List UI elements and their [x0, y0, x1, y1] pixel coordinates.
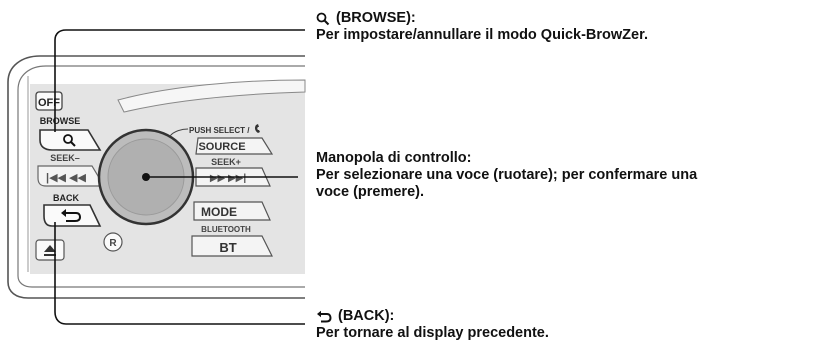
browse-label: BROWSE	[40, 116, 81, 126]
search-icon	[316, 12, 330, 25]
knob-callout-title: Manopola di controllo:	[316, 150, 472, 166]
knob-callout-desc-line1: Per selezionare una voce (ruotare); per …	[316, 167, 698, 183]
r-button-label: R	[109, 238, 117, 249]
mode-button[interactable]: MODE	[193, 201, 271, 221]
back-callout: (BACK): Per tornare al display precedent…	[316, 308, 549, 342]
browse-callout-desc: Per impostare/annullare il modo Quick-Br…	[316, 27, 648, 43]
bt-button[interactable]: BT	[191, 235, 273, 257]
source-button[interactable]: SOURCE	[195, 137, 274, 155]
back-arrow-icon	[317, 310, 332, 322]
eject-button[interactable]	[35, 239, 65, 261]
back-callout-desc: Per tornare al display precedente.	[316, 325, 549, 341]
seek-minus-label: SEEK–	[50, 153, 80, 163]
push-select-label: PUSH SELECT /	[189, 126, 250, 135]
display-slot	[117, 79, 306, 113]
knob-callout: Manopola di controllo: Per selezionare u…	[316, 150, 697, 201]
eject-icon	[44, 245, 56, 252]
r-button[interactable]: R	[103, 232, 123, 252]
knob-callout-desc-line2: voce (premere).	[316, 184, 424, 200]
browse-button[interactable]	[39, 129, 102, 151]
back-label: BACK	[53, 193, 79, 203]
search-icon	[63, 134, 76, 147]
off-button[interactable]: OFF	[35, 91, 63, 111]
back-callout-title: (BACK):	[338, 308, 395, 324]
phone-icon	[254, 124, 260, 133]
browse-callout: (BROWSE): Per impostare/annullare il mod…	[316, 10, 648, 44]
callout-lines	[54, 29, 305, 325]
seek-back-icon: |◀◀ ◀◀	[46, 172, 87, 184]
back-button[interactable]	[43, 204, 102, 227]
source-button-label: SOURCE	[198, 141, 245, 153]
seek-plus-label: SEEK+	[211, 157, 241, 167]
seek-minus-button[interactable]: |◀◀ ◀◀	[37, 165, 106, 187]
bluetooth-label: BLUETOOTH	[201, 225, 251, 234]
faceplate	[7, 55, 305, 299]
off-button-label: OFF	[38, 97, 60, 109]
browse-callout-title: (BROWSE):	[336, 10, 416, 26]
back-arrow-icon	[61, 209, 82, 222]
browse-leader-line	[54, 29, 305, 132]
back-leader-line	[54, 222, 305, 325]
mode-button-label: MODE	[201, 205, 237, 219]
bt-button-label: BT	[219, 240, 236, 255]
seek-forward-icon: ▶▶ ▶▶|	[210, 173, 247, 184]
